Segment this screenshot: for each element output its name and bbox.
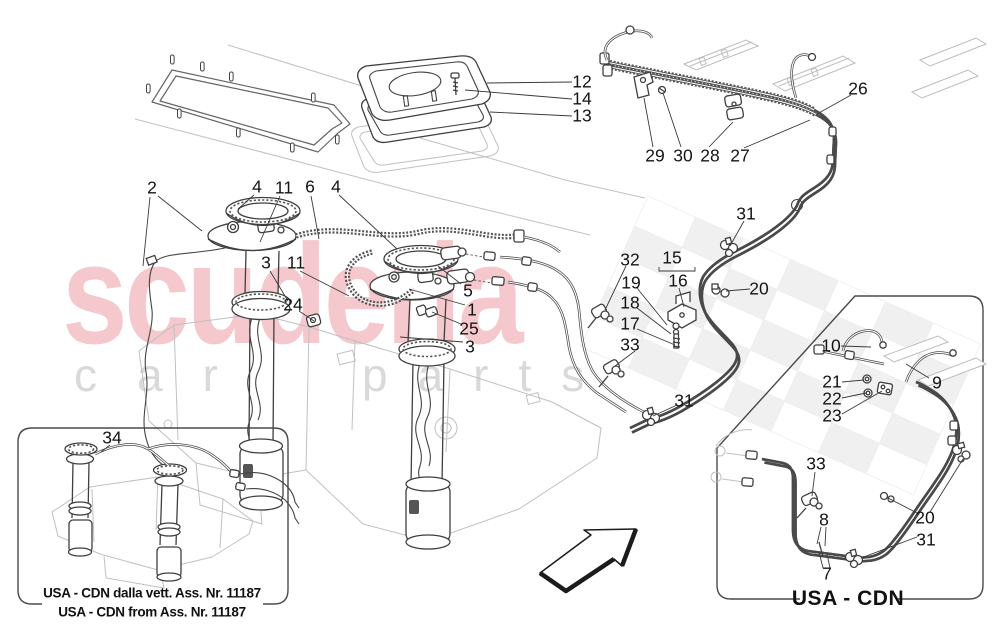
callout-26: 26 — [848, 78, 868, 99]
callout-31: 31 — [736, 203, 756, 224]
callout-16: 16 — [668, 270, 688, 291]
clip-20-box-left — [879, 491, 895, 503]
clip-24 — [305, 313, 322, 328]
callout-11: 11 — [274, 177, 294, 198]
callout-21: 21 — [822, 371, 842, 392]
callout-33: 33 — [620, 334, 640, 355]
usa-cdn-region-label: USA - CDN — [791, 587, 905, 610]
flange-cover-assembly — [351, 55, 499, 173]
callout-5: 5 — [463, 280, 473, 301]
callout-22: 22 — [822, 388, 842, 409]
bolt-17-18-19 — [672, 322, 681, 349]
cover-screw-14 — [450, 72, 460, 96]
callout-2: 2 — [147, 177, 157, 198]
pump-flange-1 — [369, 271, 455, 301]
usa-cdn-region-box — [716, 295, 984, 600]
callout-31: 31 — [916, 529, 936, 550]
pipe-cut-mark — [818, 541, 824, 558]
clamp-33-main — [598, 359, 625, 388]
callout-28: 28 — [700, 145, 720, 166]
callout-10: 10 — [821, 335, 841, 356]
quick-connectors-5 — [440, 245, 660, 421]
valve-25 — [415, 304, 439, 318]
callout-6: 6 — [305, 176, 315, 197]
callout-9: 9 — [932, 372, 942, 393]
pipe-fasteners — [587, 71, 745, 427]
direction-arrow — [538, 528, 639, 594]
callout-8: 8 — [819, 509, 829, 530]
left-pump-module — [143, 196, 301, 511]
clamp-31-top — [719, 236, 739, 258]
callout-15: 15 — [662, 247, 682, 268]
mini-hose-34 — [94, 443, 300, 525]
inset-note-line2: USA - CDN from Ass. Nr. 11187 — [58, 604, 246, 620]
screw-30 — [657, 85, 667, 95]
callout-27: 27 — [730, 145, 750, 166]
mini-pump-b — [152, 463, 188, 582]
callout-13: 13 — [572, 105, 592, 126]
clamp-32 — [587, 303, 614, 329]
clamp-31-box — [844, 548, 864, 569]
clamp-33-box — [796, 491, 823, 519]
callout-17: 17 — [620, 313, 640, 334]
inset-note-line1: USA - CDN dalla vett. Ass. Nr. 11187 — [43, 585, 261, 601]
bracket-16 — [667, 291, 697, 329]
leader-lines — [100, 81, 964, 569]
callout-11: 11 — [286, 252, 306, 273]
callout-14: 14 — [572, 88, 592, 109]
rail-hose-left — [603, 29, 654, 61]
clamp-20-box-right — [951, 441, 971, 463]
bracket-29 — [633, 71, 654, 99]
delivery-return-pipes — [599, 25, 838, 434]
right-pump-module — [369, 244, 459, 550]
callout-31: 31 — [674, 390, 694, 411]
callout-20: 20 — [749, 278, 769, 299]
bracket-23 — [876, 381, 894, 396]
panel-studs — [146, 54, 340, 153]
access-panel-gasket — [146, 54, 351, 153]
callout-18: 18 — [620, 292, 640, 313]
callout-29: 29 — [645, 145, 665, 166]
callout-3: 3 — [261, 252, 271, 273]
inset-variant-box — [17, 427, 300, 605]
callout-1: 1 — [467, 299, 477, 320]
callout-19: 19 — [621, 272, 641, 293]
callout-30: 30 — [673, 145, 693, 166]
callout-25: 25 — [459, 318, 479, 339]
watermark-word-parts: parts — [362, 349, 615, 401]
mini-pump-a — [64, 442, 98, 557]
callout-4: 4 — [331, 176, 341, 197]
callout-24: 24 — [283, 294, 303, 315]
nut-21 — [862, 374, 872, 384]
callout-32: 32 — [620, 249, 640, 270]
pump-flange-2 — [207, 220, 297, 252]
callout-3: 3 — [465, 336, 475, 357]
jumper-hoses — [295, 226, 561, 328]
callout-34: 34 — [102, 427, 122, 448]
callout-12: 12 — [572, 71, 592, 92]
level-sender-wire — [143, 247, 226, 471]
clamp-31-mid — [641, 406, 661, 427]
callout-33: 33 — [806, 453, 826, 474]
callout-7: 7 — [822, 563, 832, 584]
pipe-6 — [523, 235, 561, 254]
callout-4: 4 — [252, 176, 262, 197]
clamp-28 — [724, 93, 745, 121]
callout-20: 20 — [915, 507, 935, 528]
callout-23: 23 — [822, 405, 842, 426]
